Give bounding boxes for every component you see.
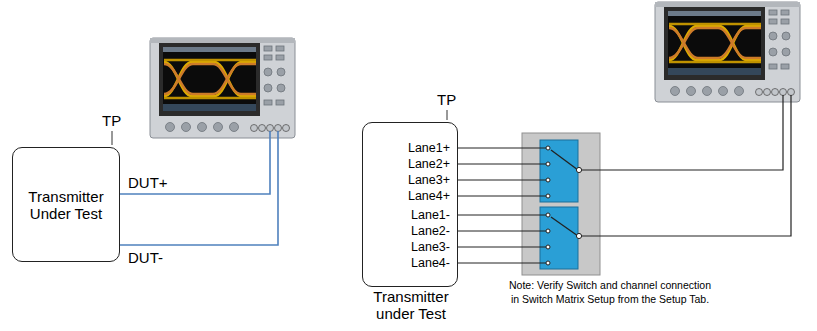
box-heading: Transmitter under Test	[359, 288, 463, 322]
test-point-label: TP	[102, 112, 121, 131]
note-text: Note: Verify Switch and channel connecti…	[505, 278, 715, 306]
switch-matrix	[522, 133, 600, 275]
switch-common	[576, 167, 581, 238]
lane-pin-name: Lane3+	[366, 172, 450, 188]
lane-pin-name: Lane4-	[366, 255, 450, 271]
signal-name: DUT-	[128, 249, 163, 268]
lane-pin-name: Lane2-	[366, 223, 450, 239]
lane-pin-name: Lane3-	[366, 239, 450, 255]
oscilloscope	[150, 38, 295, 138]
signal-name: DUT+	[128, 174, 168, 193]
lane-wire	[458, 148, 546, 263]
scope-wire	[581, 95, 791, 236]
switch-contact	[546, 146, 550, 265]
oscilloscope	[655, 2, 800, 102]
lane-pin-name: Lane2+	[366, 156, 450, 172]
transmitter-box: Transmitter Under Test	[12, 147, 120, 262]
dut-wire	[118, 131, 278, 245]
lane-pin-name: Lane1+	[366, 140, 450, 156]
lane-pin-name: Lane1-	[366, 207, 450, 223]
test-point-label: TP	[437, 91, 456, 110]
lane-pin-name: Lane4+	[366, 188, 450, 204]
switch-arm	[551, 150, 578, 236]
box-heading: Transmitter Under Test	[21, 188, 111, 222]
